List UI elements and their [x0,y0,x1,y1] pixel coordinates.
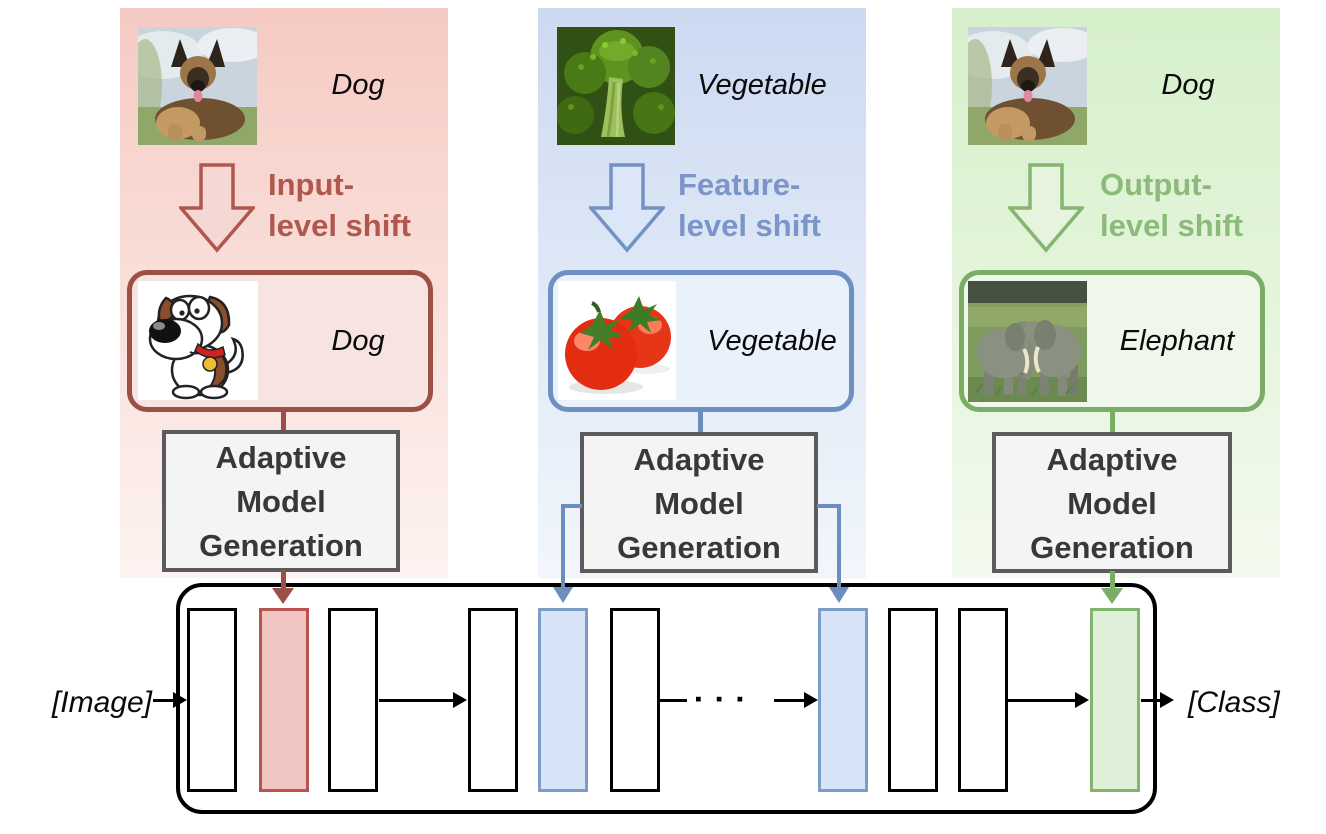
network-layer-output [1090,608,1140,792]
source-label: Vegetable [697,69,827,101]
network-layer-plain [187,608,237,792]
input-adapt-arrow [281,570,286,589]
flow-arrow [153,699,176,702]
shift-label: Feature- level shift [678,167,821,243]
network-layer-feature [538,608,588,792]
flow-arrow [1006,699,1077,702]
shifted-label: Vegetable [707,325,837,357]
down-block-arrow-icon [587,163,667,258]
down-block-arrow-icon [177,163,257,258]
elephants-photo [968,281,1087,402]
arrowhead-down-icon [553,587,573,603]
down-block-arrow-icon [1006,163,1086,258]
network-layer-plain [888,608,938,792]
feature-adapt-arrow [561,504,565,588]
connector-line [698,409,703,434]
flow-arrow [1141,699,1162,702]
network-input-label: [Image] [51,686,152,719]
arrowhead-down-icon [272,588,294,604]
network-output-label: [Class] [1188,686,1280,719]
broccoli-photo [557,27,675,145]
german-shepherd-photo [968,27,1087,145]
flow-arrow [379,699,456,702]
output-adapt-arrow [1110,571,1115,589]
arrowhead-down-icon [829,587,849,603]
connector-line [281,409,286,433]
feature-adapt-arrow [837,504,841,588]
network-layer-input [259,608,309,792]
connector-line [1110,409,1115,434]
arrowhead-right-icon [804,692,818,708]
flow-line [659,699,687,702]
amg-box: Adaptive Model Generation [992,432,1232,573]
feature-adapt-elbow [817,504,841,508]
network-layer-plain [328,608,378,792]
cartoon-dog-drawing [138,281,258,400]
flow-arrow [774,699,806,702]
network-layer-feature [818,608,868,792]
shift-label: Output- level shift [1100,167,1243,243]
amg-box: Adaptive Model Generation [162,430,400,572]
shift-label: Input- level shift [268,167,411,243]
amg-box: Adaptive Model Generation [580,432,818,573]
ellipsis-dots: ▪▪▪ [695,689,758,710]
network-layer-plain [610,608,660,792]
network-layer-plain [958,608,1008,792]
arrowhead-down-icon [1101,588,1123,604]
arrowhead-right-icon [1075,692,1089,708]
arrowhead-right-icon [173,692,187,708]
feature-adapt-elbow [561,504,582,508]
arrowhead-right-icon [1160,692,1174,708]
arrowhead-right-icon [453,692,467,708]
network-layer-plain [468,608,518,792]
shifted-label: Elephant [1119,325,1235,357]
source-label: Dog [331,69,385,101]
tomatoes-photo [558,281,676,400]
shifted-label: Dog [331,325,385,357]
source-label: Dog [1161,69,1215,101]
german-shepherd-photo [138,27,257,145]
